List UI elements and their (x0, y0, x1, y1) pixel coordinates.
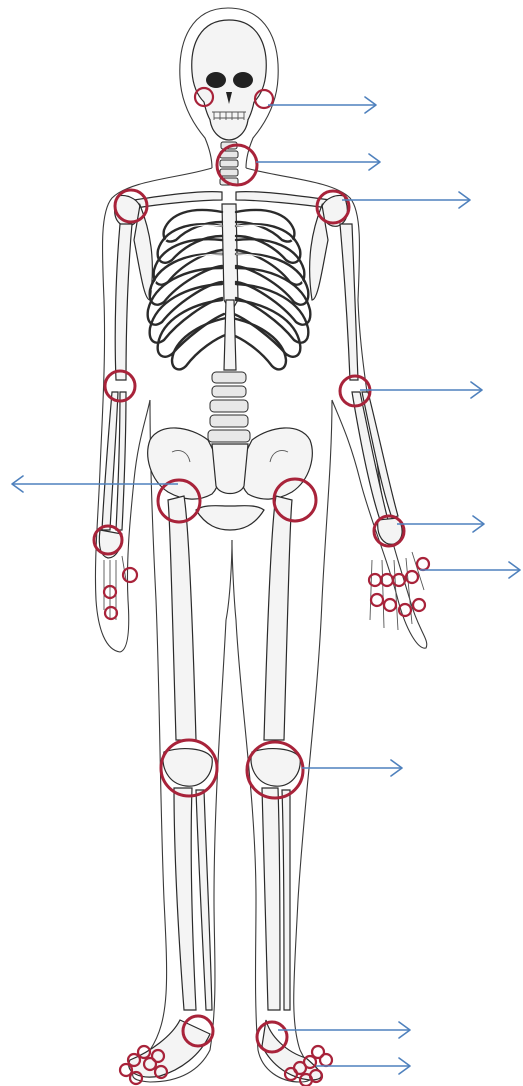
finger-joints-right-marker-3 (105, 607, 117, 619)
leg-left (251, 496, 321, 1080)
arrow-right-8 (302, 760, 402, 776)
arrow-right-2 (256, 154, 380, 170)
arm-right (99, 224, 132, 620)
finger-joints-left-marker-5 (417, 558, 429, 570)
body-silhouette (95, 8, 426, 1082)
toe-joints-left-marker-5 (320, 1054, 332, 1066)
finger-joints-left-marker-6 (371, 594, 383, 606)
arrow-right-6 (397, 516, 484, 532)
leg-right (129, 496, 213, 1077)
arrow-right-1 (268, 97, 376, 113)
finger-joints-left-marker-9 (413, 599, 425, 611)
arrow-right-9 (278, 1022, 410, 1038)
arrow-right-7 (420, 562, 520, 578)
arrow-right-4 (360, 382, 482, 398)
finger-joints-left-marker-7 (384, 599, 396, 611)
arrow-left-5 (12, 476, 178, 492)
arm-left (340, 224, 424, 630)
arrow-right-10 (316, 1058, 410, 1074)
arrow-right-3 (342, 192, 470, 208)
finger-joints-left-marker (369, 574, 381, 586)
skull (192, 20, 266, 140)
